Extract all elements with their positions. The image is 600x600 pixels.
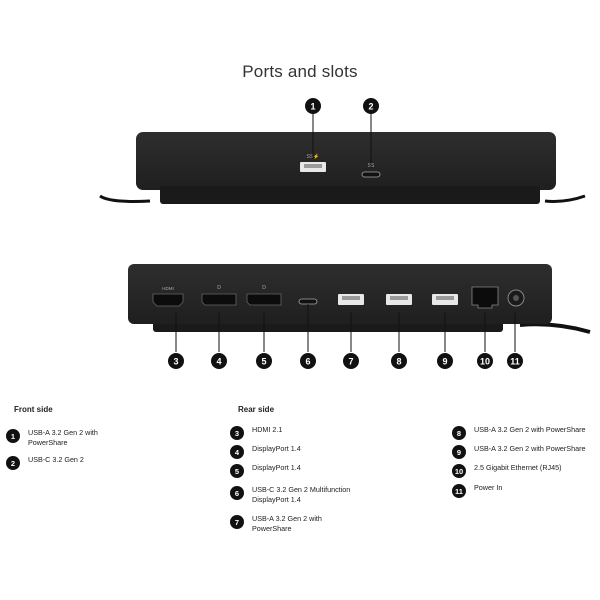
legend-label: USB-A 3.2 Gen 2 with PowerShare [28, 428, 98, 447]
dock-rear-view: HDMI D D [128, 264, 591, 352]
legend-label: USB-C 3.2 Gen 2 Multifunction DisplayPor… [252, 485, 351, 504]
legend-item-rear-9: 9 USB-A 3.2 Gen 2 with PowerShare [452, 444, 597, 459]
callout-badge-2: 2 [363, 98, 379, 114]
legend-number-badge: 2 [6, 456, 20, 470]
rear-displayport-2 [246, 293, 282, 306]
svg-text:9: 9 [442, 357, 447, 367]
front-base [160, 186, 540, 204]
legend-label: USB-A 3.2 Gen 2 with PowerShare [474, 444, 586, 453]
legend-item-rear-3: 3 HDMI 2.1 [230, 425, 360, 440]
svg-text:11: 11 [510, 357, 520, 367]
legend-label: 2.5 Gigabit Ethernet (RJ45) [474, 463, 562, 472]
legend-item-rear-6: 6 USB-C 3.2 Gen 2 Multifunction DisplayP… [230, 485, 355, 505]
legend-label: DisplayPort 1.4 [252, 444, 301, 453]
legend-label: HDMI 2.1 [252, 425, 283, 434]
rear-usb-c-port [298, 298, 318, 305]
legend-label: USB-A 3.2 Gen 2 with PowerShare [252, 514, 322, 533]
legend-item-rear-11: 11 Power In [452, 483, 597, 498]
dock-illustration: SS⚡ SS HDMI D D [99, 98, 591, 369]
front-cable-right [544, 194, 586, 203]
svg-text:HDMI: HDMI [162, 286, 174, 291]
legend-item-rear-5: 5 DisplayPort 1.4 [230, 463, 360, 478]
svg-text:7: 7 [348, 357, 353, 367]
legend-item-rear-7: 7 USB-A 3.2 Gen 2 with PowerShare [230, 514, 340, 534]
svg-text:5: 5 [261, 357, 266, 367]
legend-number-badge: 1 [6, 429, 20, 443]
legend-item-front-1: 1 USB-A 3.2 Gen 2 with PowerShare [6, 428, 116, 448]
svg-text:8: 8 [396, 357, 401, 367]
callout-badge-5: 5 [256, 353, 272, 369]
rear-hdmi-port [152, 293, 184, 307]
callout-badge-10: 10 [477, 353, 493, 369]
front-usb-c-port [361, 171, 381, 178]
front-cable-left [99, 194, 151, 203]
legend-item-rear-10: 10 2.5 Gigabit Ethernet (RJ45) [452, 463, 597, 478]
svg-text:10: 10 [480, 357, 490, 367]
svg-text:2: 2 [368, 102, 373, 112]
legend-label: USB-C 3.2 Gen 2 [28, 455, 84, 464]
callout-badge-4: 4 [211, 353, 227, 369]
svg-text:4: 4 [216, 357, 221, 367]
legend-number-badge: 11 [452, 484, 466, 498]
legend-number-badge: 8 [452, 426, 466, 440]
legend-item-rear-8: 8 USB-A 3.2 Gen 2 with PowerShare [452, 425, 597, 440]
svg-text:3: 3 [173, 357, 178, 367]
legend-number-badge: 4 [230, 445, 244, 459]
legend-item-front-2: 2 USB-C 3.2 Gen 2 [6, 455, 116, 470]
front-side-heading: Front side [14, 405, 53, 414]
svg-text:1: 1 [310, 102, 315, 112]
legend-label: Power In [474, 483, 503, 492]
rear-ethernet-port [471, 286, 499, 309]
legend-label: USB-A 3.2 Gen 2 with PowerShare [474, 425, 586, 434]
diagram-title: Ports and slots [242, 62, 358, 81]
callout-badge-9: 9 [437, 353, 453, 369]
svg-text:6: 6 [305, 357, 310, 367]
callout-badge-8: 8 [391, 353, 407, 369]
rear-displayport-1 [201, 293, 237, 306]
legend-number-badge: 3 [230, 426, 244, 440]
rear-side-heading: Rear side [238, 405, 275, 414]
callout-badge-11: 11 [507, 353, 523, 369]
dock-front-view: SS⚡ SS [99, 114, 586, 204]
callout-badge-6: 6 [300, 353, 316, 369]
callout-badge-1: 1 [305, 98, 321, 114]
legend-number-badge: 10 [452, 464, 466, 478]
callout-badge-3: 3 [168, 353, 184, 369]
legend-item-rear-4: 4 DisplayPort 1.4 [230, 444, 360, 459]
legend-label: DisplayPort 1.4 [252, 463, 301, 472]
svg-text:D: D [262, 285, 266, 291]
rear-cable [519, 322, 591, 334]
legend-number-badge: 5 [230, 464, 244, 478]
callout-badge-7: 7 [343, 353, 359, 369]
legend-number-badge: 7 [230, 515, 244, 529]
front-body [136, 132, 556, 190]
legend-number-badge: 9 [452, 445, 466, 459]
legend-number-badge: 6 [230, 486, 244, 500]
svg-text:D: D [217, 285, 221, 291]
